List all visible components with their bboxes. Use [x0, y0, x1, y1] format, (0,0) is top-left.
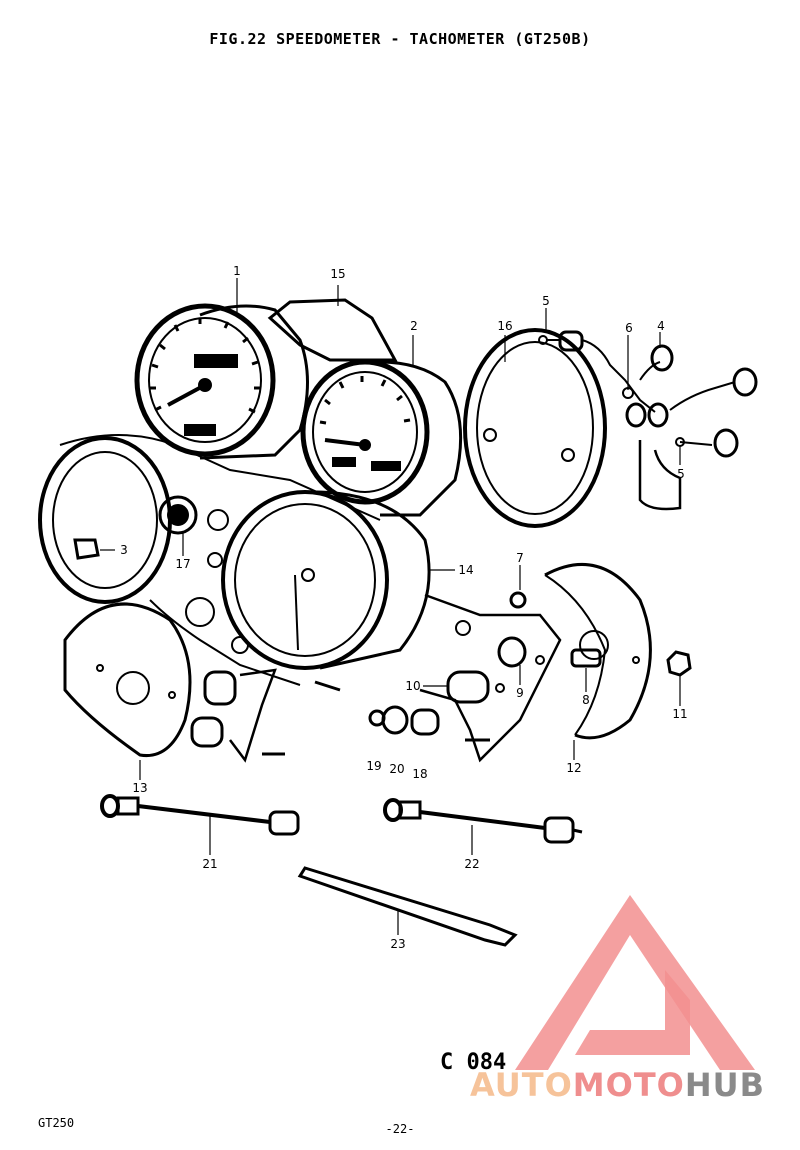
- callout-7: 7: [516, 551, 524, 565]
- callout-22: 22: [464, 857, 479, 871]
- washer-9: [535, 655, 545, 665]
- cable-22: [383, 798, 583, 844]
- callout-20: 20: [389, 762, 404, 776]
- callout-5: 5: [542, 294, 550, 308]
- watermark-logo: [515, 895, 755, 1070]
- callout-12: 12: [566, 761, 581, 775]
- watermark-part-2: MOTO: [572, 1066, 685, 1104]
- grommet-18: [410, 708, 440, 736]
- figure-title: FIG.22 SPEEDOMETER - TACHOMETER (GT250B): [209, 30, 591, 48]
- ring-gasket: [463, 328, 607, 528]
- bracket-plate: [419, 593, 562, 763]
- tachometer: [300, 359, 463, 517]
- strap: [297, 866, 518, 947]
- callout-13: 13: [132, 781, 147, 795]
- callout-4: 4: [657, 319, 665, 333]
- callout-6: 6: [625, 321, 633, 335]
- callout-2: 2: [410, 319, 418, 333]
- callout-1: 1: [233, 264, 241, 278]
- callout-16: 16: [497, 319, 512, 333]
- cable-21: [100, 794, 300, 836]
- callout-19: 19: [366, 759, 381, 773]
- grommet: [446, 670, 490, 704]
- watermark-part-1: AUTO: [470, 1066, 573, 1104]
- callout-21: 21: [202, 857, 217, 871]
- meter-housing: [38, 434, 381, 686]
- bulb-sockets-wiring: [538, 330, 758, 511]
- callout-18: 18: [412, 767, 427, 781]
- callout-3: 3: [120, 543, 128, 557]
- housing-bulb: [73, 538, 100, 560]
- model-label: GT250: [38, 1116, 75, 1130]
- nut: [666, 650, 692, 677]
- callout-9: 9: [516, 686, 524, 700]
- stud-8: [570, 648, 602, 668]
- callout-11: 11: [672, 707, 687, 721]
- watermark-text: AUTOMOTOHUB: [470, 1066, 765, 1104]
- callout-10: 10: [405, 679, 420, 693]
- callout-5b: 5: [677, 467, 685, 481]
- page-number: -22-: [385, 1122, 415, 1136]
- callout-8: 8: [582, 693, 590, 707]
- callout-17: 17: [175, 557, 190, 571]
- speedometer: [134, 303, 309, 460]
- watermark-part-3: HUB: [684, 1066, 766, 1104]
- callout-23: 23: [390, 937, 405, 951]
- panel-plate: [267, 298, 398, 362]
- front-rim: [221, 490, 431, 670]
- callout-14: 14: [458, 563, 473, 577]
- callout-15: 15: [330, 267, 345, 281]
- rear-cover-right: [544, 562, 652, 740]
- page-code: C 084: [440, 1050, 507, 1075]
- washer-20: [381, 705, 409, 735]
- rear-cover-left: [63, 602, 192, 758]
